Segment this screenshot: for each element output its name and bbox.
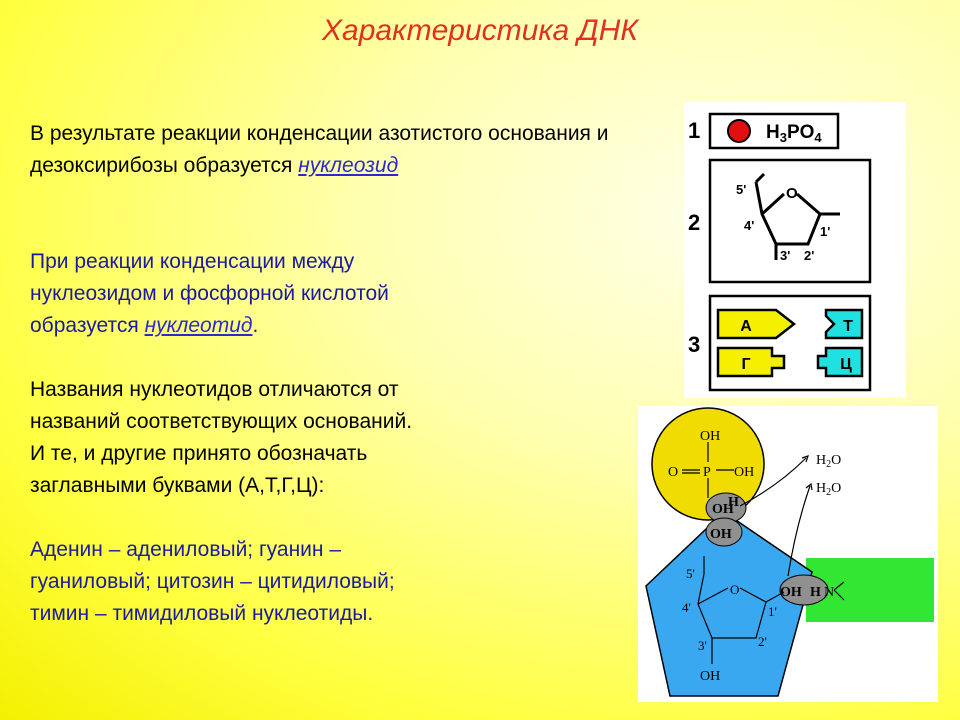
legend-c5: 5': [736, 182, 746, 197]
base-adenine-icon: [716, 308, 797, 340]
nucleotide-diagram-svg: OH O P OH OH H OH H2O H2O O 5' 4' 3': [645, 407, 934, 697]
legend-number-2: 2: [688, 210, 700, 235]
sugar-c1: 1': [768, 604, 777, 619]
legend-base-t: Т: [843, 318, 853, 335]
legend-c4: 4': [744, 218, 754, 233]
slide-title: Характеристика ДНК: [322, 14, 638, 47]
base-thymine-icon: [824, 308, 864, 340]
paragraph-nucleotide-suffix: .: [252, 314, 259, 337]
paragraph-nucleotides: Аденин – адениловый; гуанин – гуаниловый…: [30, 534, 630, 630]
legend-box-2: [708, 158, 872, 284]
sugar-c5: 5': [686, 566, 695, 581]
phosphate-circle-icon: [727, 119, 751, 143]
hydroxyl-blob-lower: [705, 517, 743, 547]
sugar-ring-o: O: [730, 582, 739, 597]
legend-c3: 3': [780, 248, 790, 263]
sugar-ring-bonds: [697, 556, 785, 664]
paragraph-names-line-4: заглавными буквами (А,Т,Г,Ц):: [30, 474, 325, 497]
legend-base-c: Ц: [840, 356, 852, 373]
legend-c2: 2': [804, 248, 814, 263]
legend-number-3: 3: [688, 332, 700, 357]
water-label-1: H2O: [816, 453, 841, 470]
paragraph-nucleotides-line-1: Аденин – адениловый; гуанин –: [30, 538, 342, 561]
legend-svg: 1 H3PO4 2 O 5' 4' 3' 2' 1' 3 А Г Т Ц: [688, 112, 872, 392]
base-cytosine-icon: [816, 346, 864, 378]
base-hydroxyl-blob: [779, 574, 829, 606]
base-bonds: [833, 581, 845, 601]
legend-base-g: Г: [741, 356, 750, 373]
phosphate-o-left: O: [668, 465, 678, 480]
phosphate-oh-top: OH: [700, 429, 720, 444]
phosphate-p: P: [703, 465, 711, 480]
blob-oh-label: OH: [712, 502, 734, 517]
base-oh-label: OH: [780, 585, 802, 600]
legend-box-1: [708, 112, 840, 150]
water-label-2: H2O: [816, 481, 841, 498]
blob-h-label: H: [728, 495, 739, 510]
reaction-arrows: [739, 455, 813, 577]
sugar-c2: 2': [758, 634, 767, 649]
sugar-ring-icon: [754, 172, 840, 260]
paragraph-nucleotide: При реакции конденсации между нуклеозидо…: [30, 246, 470, 342]
sugar-c3: 3': [698, 638, 707, 653]
paragraph-nucleotides-line-2: гуаниловый; цитозин – цитидиловый;: [30, 570, 395, 593]
base-n-label: N: [824, 585, 834, 600]
phosphate-bonds: [682, 442, 734, 498]
paragraph-names: Названия нуклеотидов отличаются от назва…: [30, 374, 630, 502]
sugar-c4: 4': [682, 600, 691, 615]
phosphate-oh-right: OH: [734, 465, 754, 480]
legend-ring-o: O: [786, 185, 798, 202]
legend-number-1: 1: [688, 118, 700, 143]
phosphate-circle: [651, 407, 765, 521]
nucleotide-diagram-panel: OH O P OH OH H OH H2O H2O O 5' 4' 3': [638, 406, 938, 702]
legend-panel: 1 H3PO4 2 O 5' 4' 3' 2' 1' 3 А Г Т Ц: [684, 102, 906, 398]
link-nucleoside[interactable]: нуклеозид: [298, 154, 399, 177]
legend-base-a: А: [740, 318, 752, 335]
paragraph-nucleotide-text: При реакции конденсации между нуклеозидо…: [30, 250, 389, 337]
paragraph-nucleoside: В результате реакции конденсации азотист…: [30, 118, 630, 182]
legend-c1: 1': [820, 224, 830, 239]
base-guanine-icon: [716, 346, 786, 378]
paragraph-names-line-3: И те, и другие принято обозначать: [30, 442, 368, 465]
link-nucleotide[interactable]: нуклеотид: [144, 314, 253, 337]
paragraph-names-line-2: названий соответствующих оснований.: [30, 410, 413, 433]
base-h-label: H: [810, 585, 821, 600]
sugar-oh-lower: OH: [700, 669, 720, 684]
sugar-pentagon: [645, 511, 813, 697]
blob-oh-bottom-label: OH: [710, 527, 732, 542]
paragraph-names-line-1: Названия нуклеотидов отличаются от: [30, 378, 399, 401]
paragraph-nucleoside-text: В результате реакции конденсации азотист…: [30, 122, 609, 177]
legend-box-3: [708, 294, 872, 392]
paragraph-nucleotides-line-3: тимин – тимидиловый нуклеотиды.: [30, 602, 374, 625]
legend-acid-label: H3PO4: [766, 122, 822, 145]
